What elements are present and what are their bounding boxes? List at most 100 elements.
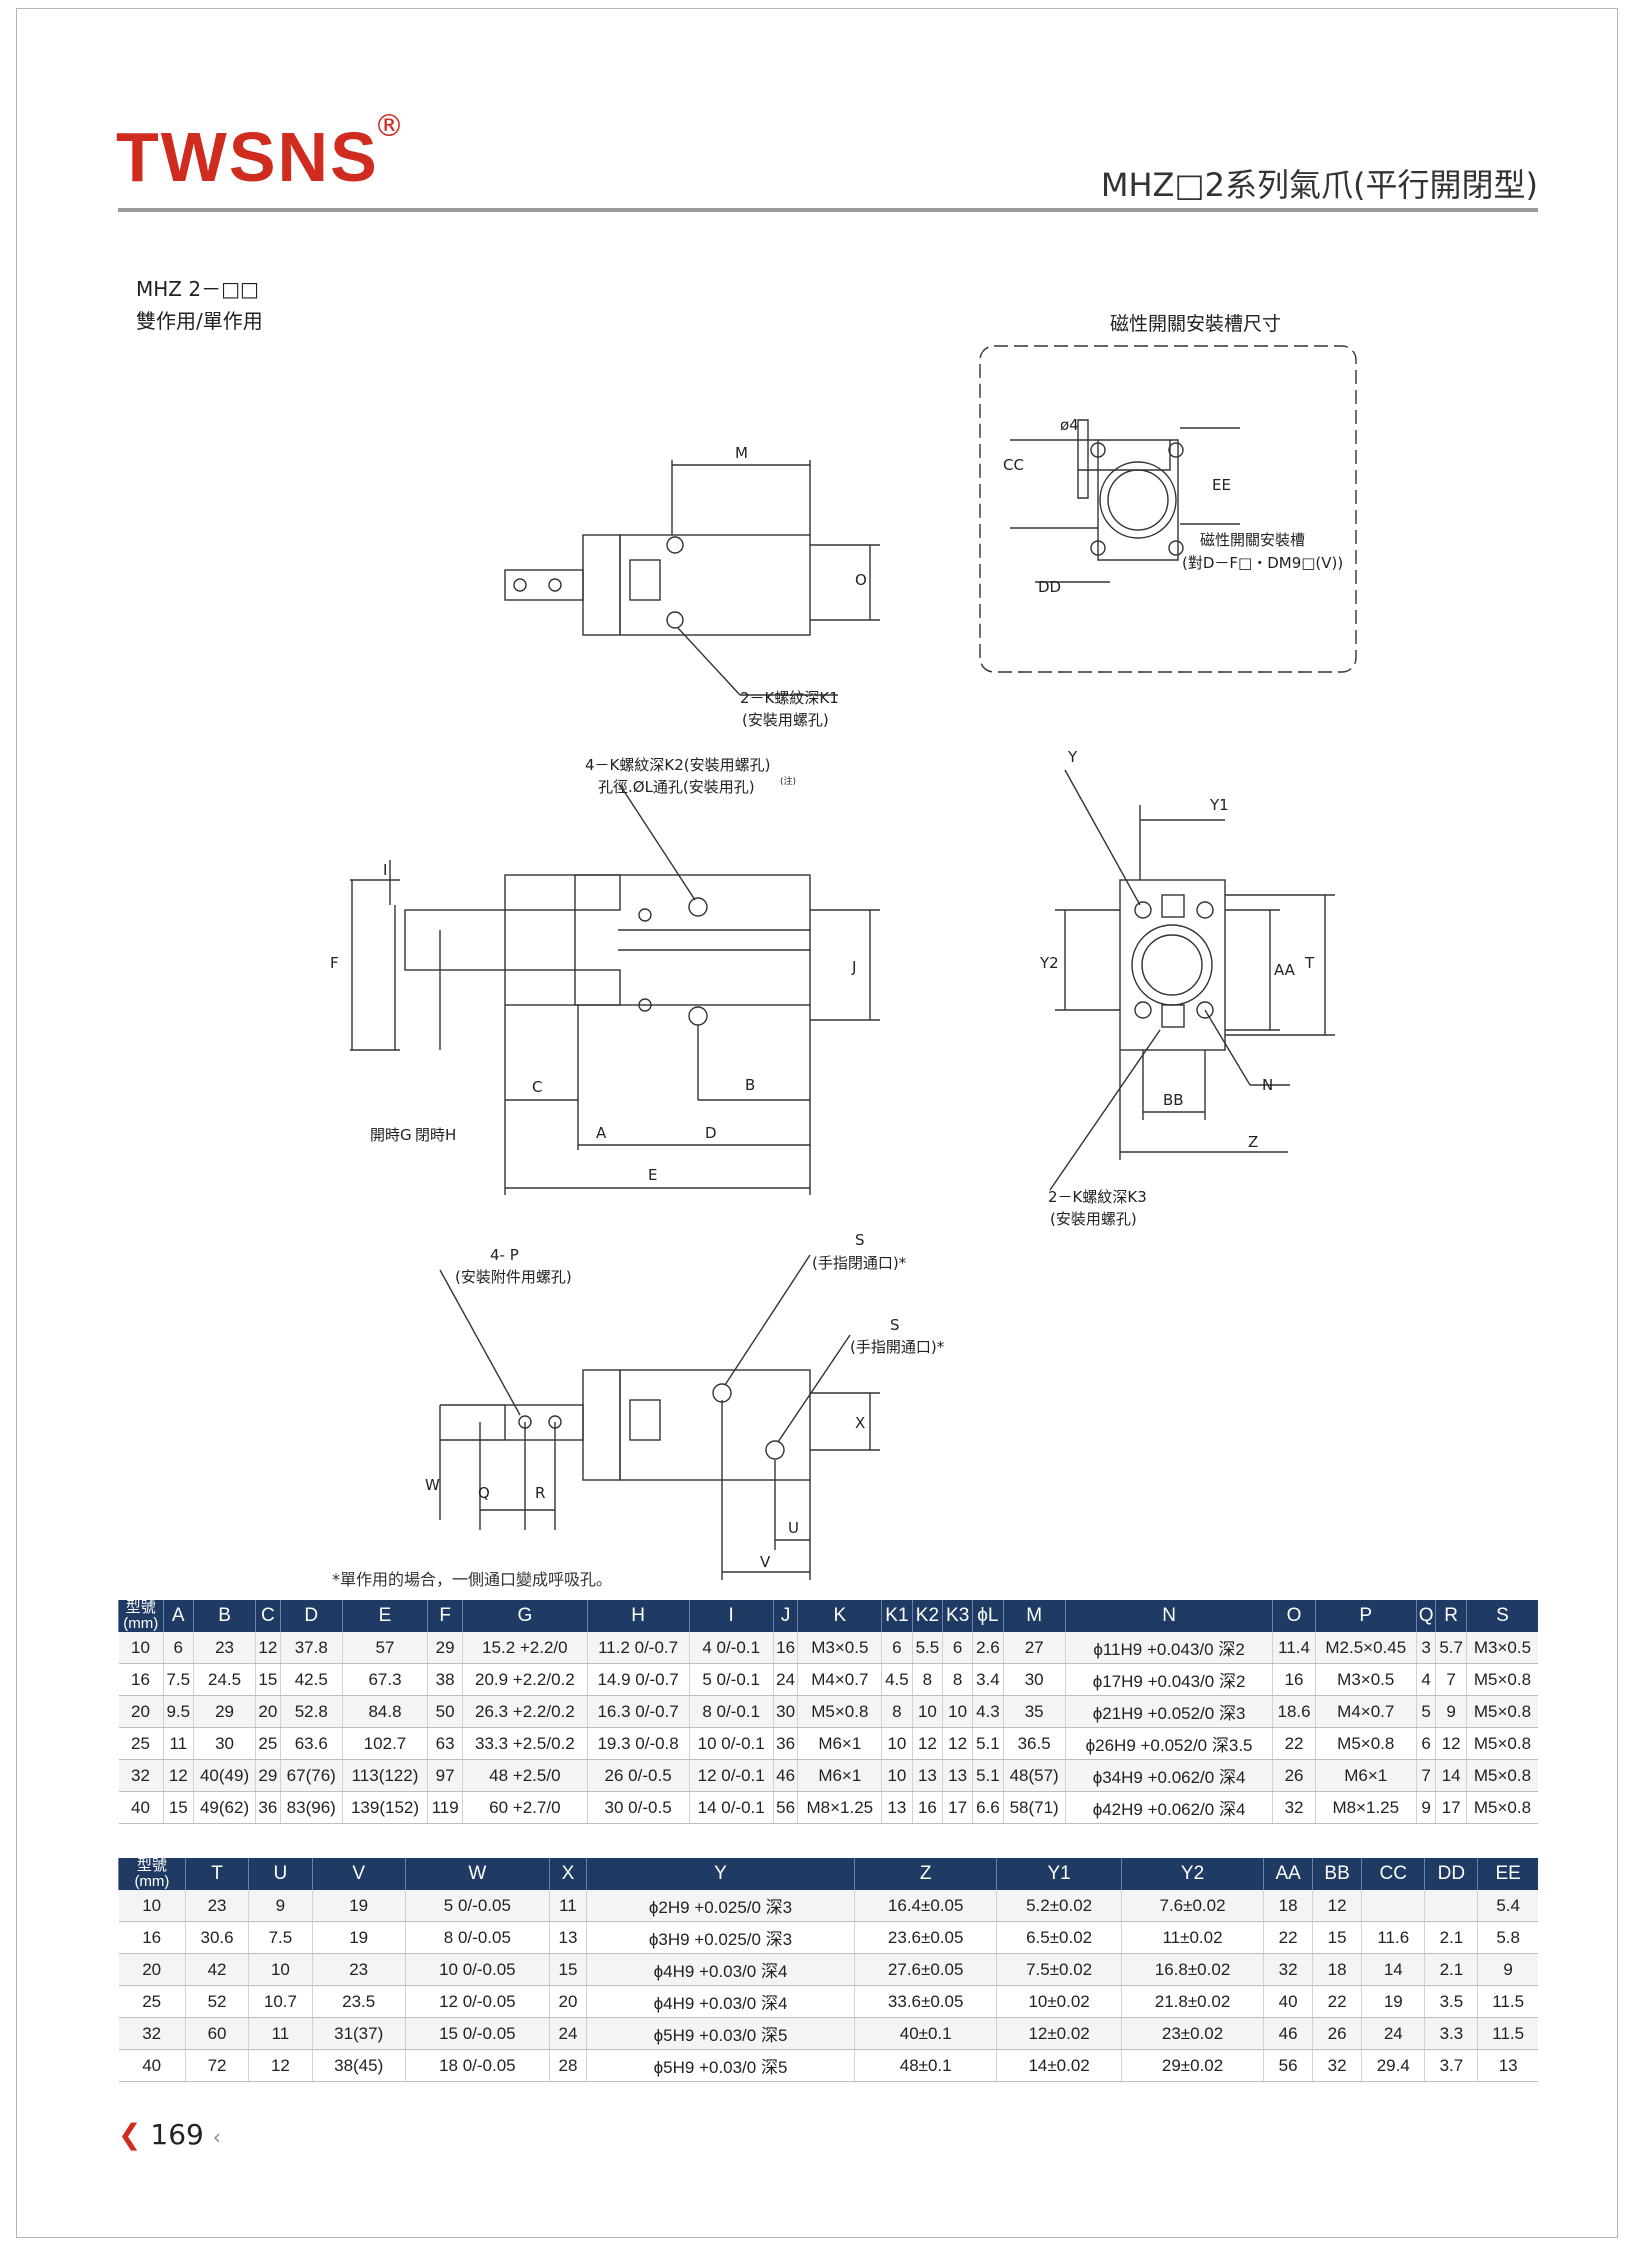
- table-cell: 32: [1312, 2049, 1362, 2082]
- table-cell: M5×0.8: [1314, 1727, 1417, 1760]
- table-cell: 5.8: [1477, 1921, 1538, 1954]
- table-cell: 84.8: [341, 1695, 428, 1728]
- model-column-header: 型號 (mm): [118, 1600, 164, 1632]
- table-cell: M3×0.5: [1314, 1663, 1417, 1696]
- table-cell: 12: [162, 1759, 194, 1792]
- table-cell: 2.1: [1424, 1953, 1478, 1986]
- p-sub: (安裝附件用螺孔): [455, 1268, 572, 1286]
- z-label: Z: [1248, 1133, 1258, 1151]
- table-cell: 16: [911, 1791, 943, 1824]
- table-cell: 3.7: [1424, 2049, 1478, 2082]
- table-cell: 11±0.02: [1120, 1921, 1264, 1954]
- column-header: O: [1272, 1600, 1316, 1632]
- table-cell: 63: [427, 1727, 463, 1760]
- table-cell: 18: [1312, 1953, 1362, 1986]
- table-cell: M8×1.25: [797, 1791, 882, 1824]
- table-cell: 23±0.02: [1120, 2017, 1264, 2050]
- ee-label: EE: [1212, 476, 1231, 494]
- table-cell: 12: [911, 1727, 943, 1760]
- table-cell: 14 0/-0.1: [688, 1791, 774, 1824]
- table-cell: 31(37): [311, 2017, 406, 2050]
- table-cell: 40: [1263, 1985, 1313, 2018]
- table-cell: 10.7: [248, 1985, 313, 2018]
- v-label: V: [760, 1553, 771, 1571]
- table-cell: 119: [427, 1791, 463, 1824]
- table-cell: 67(76): [279, 1759, 343, 1792]
- h-label: 閉時H: [415, 1126, 456, 1144]
- k1-sub: (安裝用螺孔): [742, 711, 829, 729]
- table-cell: [1361, 1890, 1425, 1922]
- table-cell: 30: [1002, 1663, 1066, 1696]
- table-cell: 3.3: [1424, 2017, 1478, 2050]
- table-cell: 29.4: [1361, 2049, 1425, 2082]
- table-cell: 67.3: [341, 1663, 428, 1696]
- model-cell: 16: [118, 1663, 164, 1696]
- table-cell: 19: [311, 1890, 406, 1922]
- table-cell: 12: [255, 1632, 281, 1664]
- table-cell: 7.5±0.02: [996, 1953, 1122, 1986]
- table-cell: 5.1: [972, 1727, 1004, 1760]
- table-cell: 11.5: [1477, 2017, 1538, 2050]
- table-cell: 24: [548, 2017, 587, 2050]
- p-label: 4- P: [490, 1246, 519, 1264]
- brand-logo: TWSNS: [116, 118, 379, 196]
- f-label: F: [330, 954, 339, 972]
- table-cell: 12 0/-0.05: [404, 1985, 550, 2018]
- table-cell: 42: [184, 1953, 249, 1986]
- r-label: R: [535, 1484, 545, 1502]
- k2-label: 4－K螺紋深K2(安裝用螺孔): [585, 756, 770, 774]
- table-cell: 26: [1312, 2017, 1362, 2050]
- column-header: R: [1435, 1600, 1467, 1632]
- table-cell: 3: [1415, 1632, 1436, 1664]
- y-label: Y: [1067, 748, 1078, 766]
- table-cell: 19: [1361, 1985, 1425, 2018]
- table-cell: 48±0.1: [854, 2049, 997, 2082]
- table-cell: 60: [184, 2017, 249, 2050]
- column-header: K: [797, 1600, 882, 1632]
- column-header: EE: [1477, 1858, 1538, 1890]
- table-cell: 38(45): [311, 2049, 406, 2082]
- table-cell: M3×0.5: [797, 1632, 882, 1664]
- table-cell: 17: [942, 1791, 973, 1824]
- table-cell: 102.7: [341, 1727, 428, 1760]
- l-superscript: (注): [780, 775, 796, 787]
- table-cell: 49(62): [193, 1791, 256, 1824]
- k1-label: 2－K螺紋深K1: [740, 689, 839, 707]
- single-action-note: *單作用的場合，一側通口變成呼吸孔。: [332, 1570, 613, 1589]
- action-type: 雙作用/單作用: [136, 309, 263, 333]
- table-cell: 12±0.02: [996, 2017, 1122, 2050]
- column-header: Y: [585, 1858, 855, 1890]
- table-cell: ϕ34H9 +0.062/0 深4: [1064, 1759, 1273, 1792]
- table-cell: 16.4±0.05: [854, 1890, 997, 1922]
- table-cell: 11: [162, 1727, 194, 1760]
- table-cell: 36.5: [1002, 1727, 1066, 1760]
- table-cell: 9: [1415, 1791, 1436, 1824]
- table-cell: 52.8: [279, 1695, 343, 1728]
- table-cell: ϕ17H9 +0.043/0 深2: [1064, 1663, 1273, 1696]
- model-cell: 20: [118, 1695, 164, 1728]
- column-header: G: [462, 1600, 588, 1632]
- table-cell: 7: [1435, 1663, 1467, 1696]
- table-cell: 3.5: [1424, 1985, 1478, 2018]
- table-cell: 33.3 +2.5/0.2: [462, 1727, 588, 1760]
- table-cell: 22: [1312, 1985, 1362, 2018]
- table-cell: 23: [193, 1632, 256, 1664]
- table-cell: 30 0/-0.5: [586, 1791, 690, 1824]
- table-cell: 26.3 +2.2/0.2: [462, 1695, 588, 1728]
- table-cell: 36: [772, 1727, 798, 1760]
- table-cell: 18 0/-0.05: [404, 2049, 550, 2082]
- u-label: U: [788, 1519, 799, 1537]
- table-cell: 8 0/-0.05: [404, 1921, 550, 1954]
- table-cell: 9: [1435, 1695, 1467, 1728]
- table-cell: 16: [772, 1632, 798, 1664]
- d-label: D: [705, 1124, 717, 1142]
- table-cell: 6.5±0.02: [996, 1921, 1122, 1954]
- model-cell: 25: [118, 1727, 164, 1760]
- table-cell: 23: [184, 1890, 249, 1922]
- column-header: T: [184, 1858, 249, 1890]
- column-header: U: [248, 1858, 313, 1890]
